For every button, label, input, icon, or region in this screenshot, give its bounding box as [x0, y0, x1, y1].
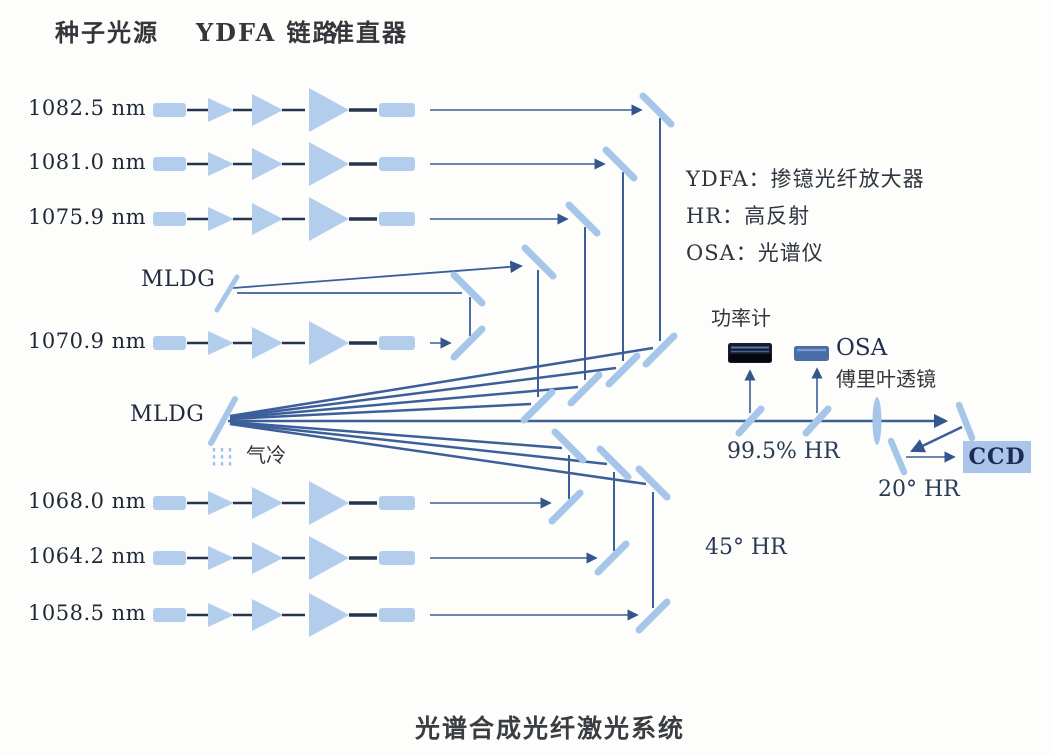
mirror-ch5-top: [551, 428, 587, 464]
fold-mirrors-slash: [450, 325, 832, 634]
channel-beams: [430, 104, 643, 621]
mirror-periscope-bottom: [450, 325, 486, 361]
mirror-ch1: [639, 92, 675, 128]
amplifier-chain-1081-0: [151, 140, 417, 188]
legend-ydfa: YDFA：掺镱光纤放大器: [686, 167, 925, 191]
amplifier-chain-1075-9: [151, 195, 417, 243]
channel-label-1058-5: 1058.5 nm: [28, 601, 147, 625]
osa-icon: [794, 346, 829, 361]
amplifier-chain-1068-0: [151, 479, 417, 527]
power-meter-label: 功率计: [711, 306, 771, 330]
mirror-ch5-bottom: [548, 489, 584, 525]
power-meter-icon: [728, 343, 772, 363]
diagnostic-taps: [744, 367, 823, 413]
mirror-ch7-bottom: [635, 598, 671, 634]
mirror-periscope-top: [450, 271, 486, 307]
header-seed-source: 种子光源: [55, 18, 159, 47]
channel-label-1081-0: 1081.0 nm: [28, 150, 147, 174]
hr995-label: 99.5% HR: [727, 439, 840, 464]
mirror-ch2: [602, 146, 638, 182]
air-cooling-label: 气冷: [246, 443, 286, 467]
mirror-ch7-top: [635, 465, 671, 501]
hr20-reflected-beam: [910, 425, 963, 453]
hr45-label: 45° HR: [705, 535, 787, 560]
mirror-ch6-top: [596, 445, 632, 481]
amplifier-chain-1058-5: [151, 591, 417, 639]
mirror-ch3: [565, 201, 601, 237]
vertical-beams-bottom: [568, 455, 654, 608]
mirror-fan-3: [567, 371, 603, 407]
fourier-lens-label: 傅里叶透镜: [836, 367, 936, 391]
mldg1-grating: [214, 274, 240, 313]
channel-label-1070-9: 1070.9 nm: [28, 329, 147, 353]
channel-label-1064-2: 1064.2 nm: [28, 544, 147, 568]
osa-label: OSA: [836, 335, 888, 361]
ccd-box: CCD: [963, 441, 1031, 473]
amplifier-chain-1070-9: [151, 319, 417, 367]
fold-mirrors-backslash: [450, 92, 675, 501]
mirror-ch6-bottom: [594, 540, 630, 576]
mirror-fan-4: [520, 388, 556, 424]
fan-beams: [229, 346, 654, 486]
air-cooling-marks: [212, 448, 232, 466]
amplifier-chain-1082-5: [151, 86, 417, 134]
hr20-label: 20° HR: [878, 477, 960, 502]
mldg1-path: [232, 260, 523, 336]
mirror-hr20-bottom: [887, 437, 908, 476]
header-ydfa-chain: YDFA 链路: [196, 18, 339, 47]
mirror-fan-1: [642, 332, 678, 368]
fourier-lens-icon: [872, 397, 882, 445]
mldg2-grating: [208, 396, 238, 446]
vertical-beams-top: [537, 118, 661, 397]
mldg1-label: MLDG: [141, 267, 216, 292]
channel-label-1068-0: 1068.0 nm: [28, 489, 147, 513]
header-collimator: 准直器: [330, 18, 408, 47]
mirror-mldg1-out: [521, 244, 557, 280]
legend-hr: HR：高反射: [686, 204, 811, 228]
mldg2-label: MLDG: [130, 402, 205, 427]
mirror-fan-2: [605, 352, 641, 388]
mirror-hr995-1: [735, 405, 765, 437]
channel-label-1075-9: 1075.9 nm: [28, 205, 147, 229]
mirror-hr20-top: [955, 401, 976, 442]
amplifier-chain-1064-2: [151, 534, 417, 582]
legend-osa: OSA：光谱仪: [686, 241, 824, 265]
hr20-mirrors: [887, 401, 976, 476]
channel-label-1082-5: 1082.5 nm: [28, 96, 147, 120]
mirror-hr995-2: [802, 405, 832, 437]
diagram-caption: 光谱合成光纤激光系统: [414, 714, 685, 743]
